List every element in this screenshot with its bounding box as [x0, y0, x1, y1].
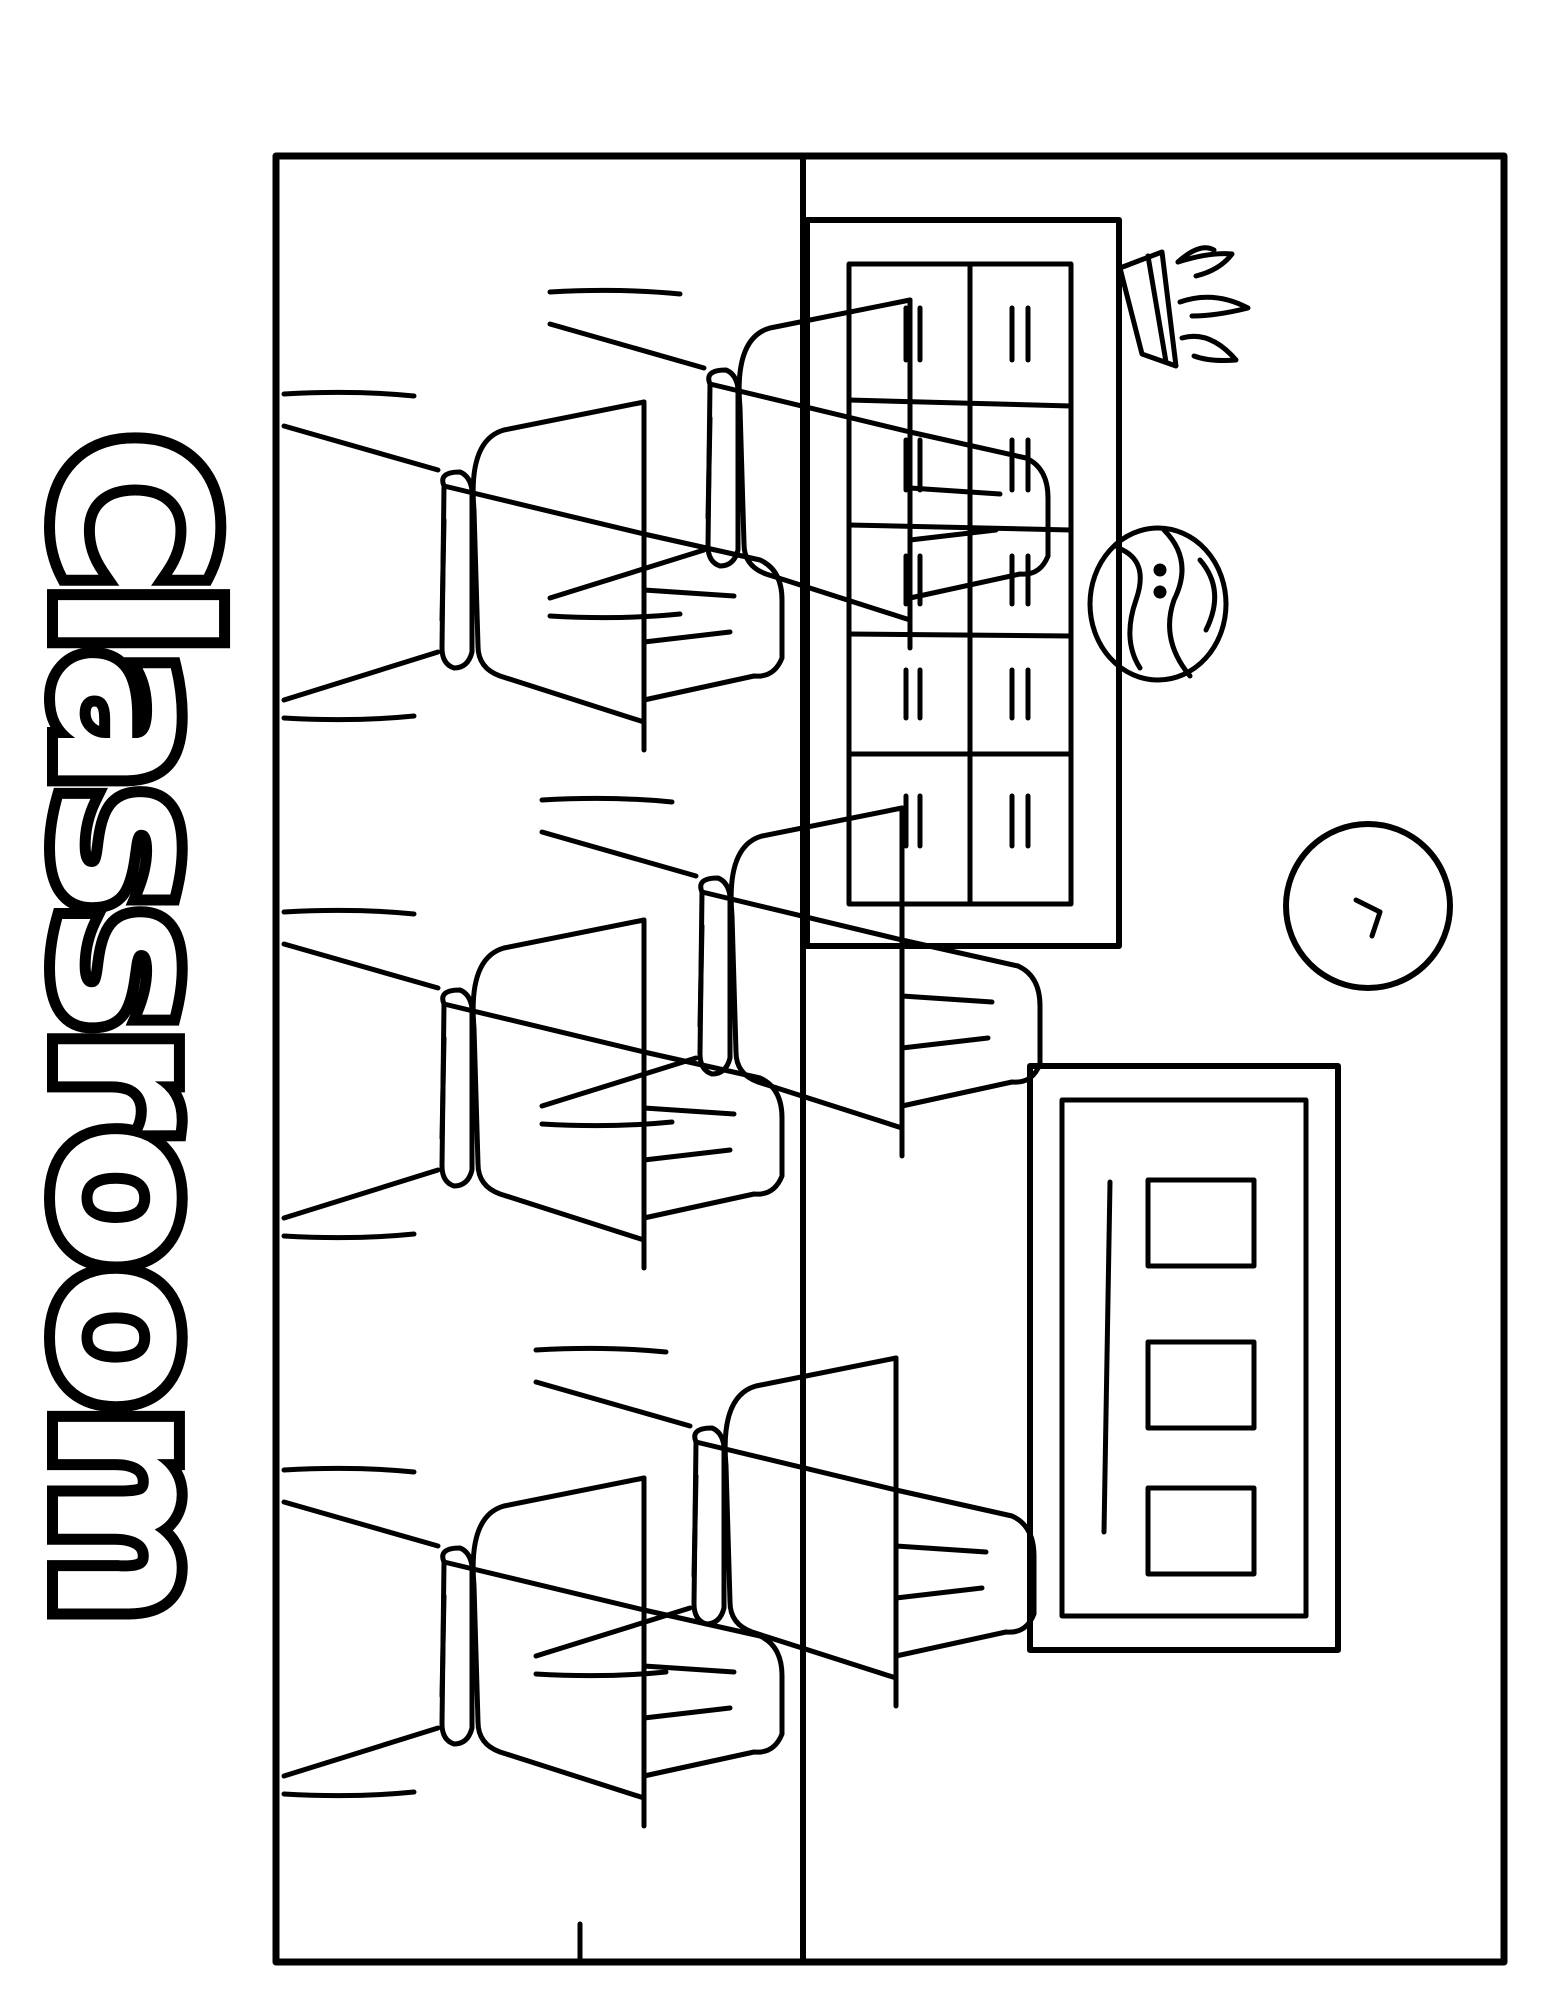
desk-row-3-back	[536, 1348, 1034, 1706]
desk-row-3-front	[284, 1468, 782, 1826]
desk-row-1-back	[550, 290, 1048, 648]
globe-icon	[1087, 525, 1229, 683]
desk-row-2-back	[542, 798, 1040, 1156]
wall-clock-icon	[1283, 821, 1453, 991]
room-frame	[272, 152, 1508, 1966]
desk-row-2-front	[284, 910, 782, 1268]
potted-plant-icon	[1117, 245, 1251, 369]
bookshelf	[804, 217, 1122, 949]
chalkboard	[1027, 1063, 1341, 1653]
